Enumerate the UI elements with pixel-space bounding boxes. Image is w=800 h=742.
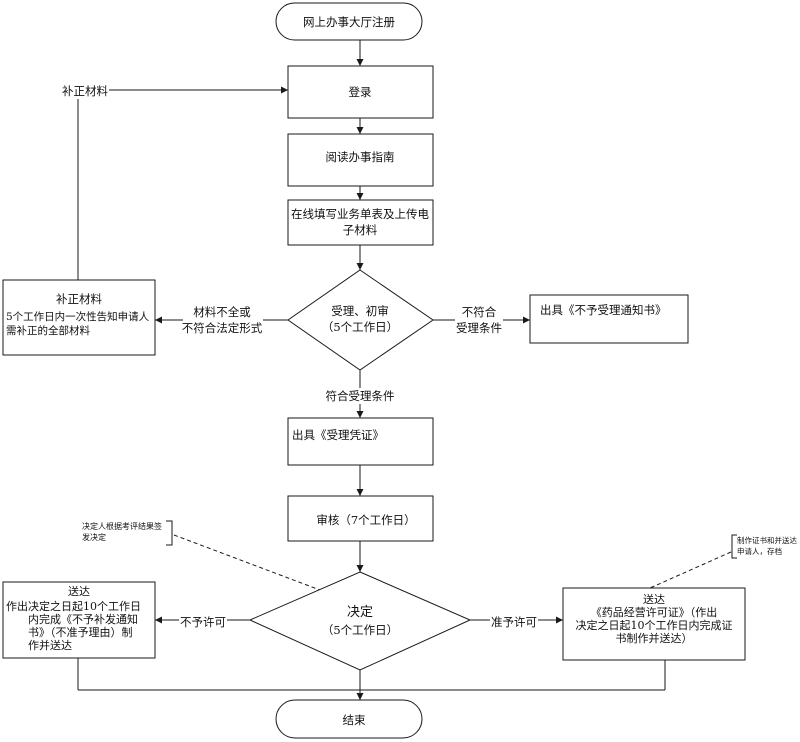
dashed-connector-decision-note — [173, 534, 321, 591]
login-node — [287, 65, 434, 119]
fill-form-node — [287, 199, 434, 246]
supplement-node-line1: 5个工作日内一次性告知申请人 — [6, 310, 150, 323]
read-guide-node-label: 阅读办事指南 — [326, 150, 395, 164]
supplement-node — [2, 279, 156, 356]
deliver-denial-line2: 内完成《不予补发通知 — [28, 612, 138, 626]
start-node-label: 网上办事大厅注册 — [303, 15, 395, 29]
deliver-license-line1: 《药品经营许可证》（作出 — [591, 605, 718, 619]
arrow-supplement-to-login — [77, 86, 288, 280]
archive-note-line2: 申请人，存档 — [737, 546, 782, 556]
grant-label-bg — [490, 614, 538, 630]
end-node — [275, 699, 423, 739]
acceptance-receipt-node — [287, 417, 434, 466]
deliver-license-title: 送达 — [643, 592, 665, 606]
read-guide-node — [287, 133, 434, 187]
resubmit-label: 补正材料 — [62, 84, 108, 98]
final-decision-label-line1: 决定 — [347, 605, 373, 620]
bracket-archive-note — [731, 534, 737, 559]
incomplete-label-line2: 不符合法定形式 — [182, 321, 263, 335]
deny-label-bg — [179, 614, 227, 630]
bracket-decision-note — [166, 520, 173, 546]
fill-form-node-label-line1: 在线填写业务单表及上传电 — [291, 207, 429, 221]
deliver-license-line2: 决定之日起10个工作日内完成证 — [576, 618, 733, 632]
initial-review-label-line1: 受理、初审 — [331, 304, 389, 318]
final-decision-label-line2: （5个工作日） — [322, 623, 398, 637]
decision-note-line1: 决定人根据考评结果签 — [82, 521, 162, 531]
deliver-denial-node — [2, 581, 156, 659]
incomplete-label-line1: 材料不全或 — [193, 305, 251, 319]
deliver-license-node — [562, 587, 746, 661]
supplement-node-line2: 需补正的全部材料 — [6, 324, 90, 337]
deliver-denial-line1: 作出决定之日起10个工作日 — [6, 599, 141, 613]
deliver-denial-line3: 书》（不准予理由）制 — [28, 625, 133, 639]
deliver-denial-title: 送达 — [68, 584, 90, 598]
audit-label: 审核（7个工作日） — [316, 513, 415, 527]
resubmit-label-bg — [61, 83, 109, 99]
deliver-denial-line4: 作并送达 — [28, 638, 72, 652]
acceptance-receipt-label: 出具《受理凭证》 — [292, 428, 384, 442]
eligible-label: 符合受理条件 — [326, 389, 395, 403]
final-decision — [248, 571, 472, 671]
supplement-node-title: 补正材料 — [56, 292, 102, 306]
audit-node — [287, 495, 434, 542]
start-node — [275, 2, 423, 41]
deny-label: 不予许可 — [180, 615, 226, 629]
decision-note-line2: 发决定 — [82, 532, 106, 542]
login-node-label: 登录 — [349, 85, 372, 99]
archive-note-line1: 制作证书和并送达 — [737, 535, 797, 545]
incomplete-label-bg — [183, 304, 263, 335]
not-eligible-label-bg — [455, 304, 503, 335]
rejection-notice-label: 出具《不予受理通知书》 — [540, 303, 667, 317]
dashed-connector-archive-note — [649, 551, 732, 589]
rejection-notice-node — [529, 294, 689, 344]
initial-review-label-line2: （5个工作日） — [322, 320, 398, 334]
deliver-license-line3: 书制作并送达） — [616, 631, 693, 645]
not-eligible-label-line2: 受理条件 — [456, 321, 502, 335]
grant-label: 准予许可 — [491, 615, 537, 629]
not-eligible-label-line1: 不符合 — [462, 305, 497, 319]
eligible-label-bg — [324, 388, 397, 404]
fill-form-node-label-line2: 子材料 — [343, 223, 378, 237]
initial-review-decision — [287, 269, 434, 371]
end-node-label: 结束 — [343, 713, 366, 727]
